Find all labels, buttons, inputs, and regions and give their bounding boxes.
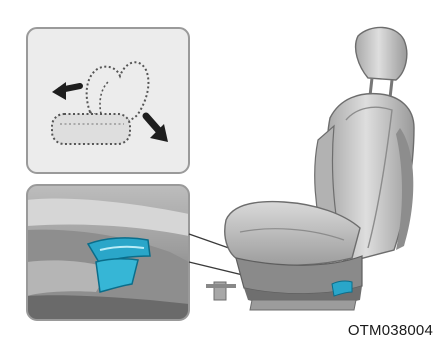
headrest [356, 27, 407, 80]
figure-code: OTM038004 [348, 322, 433, 339]
lever-closeup-inset [27, 185, 189, 320]
seat-motion-inset [27, 28, 189, 173]
seat-cushion-outline [52, 114, 130, 144]
